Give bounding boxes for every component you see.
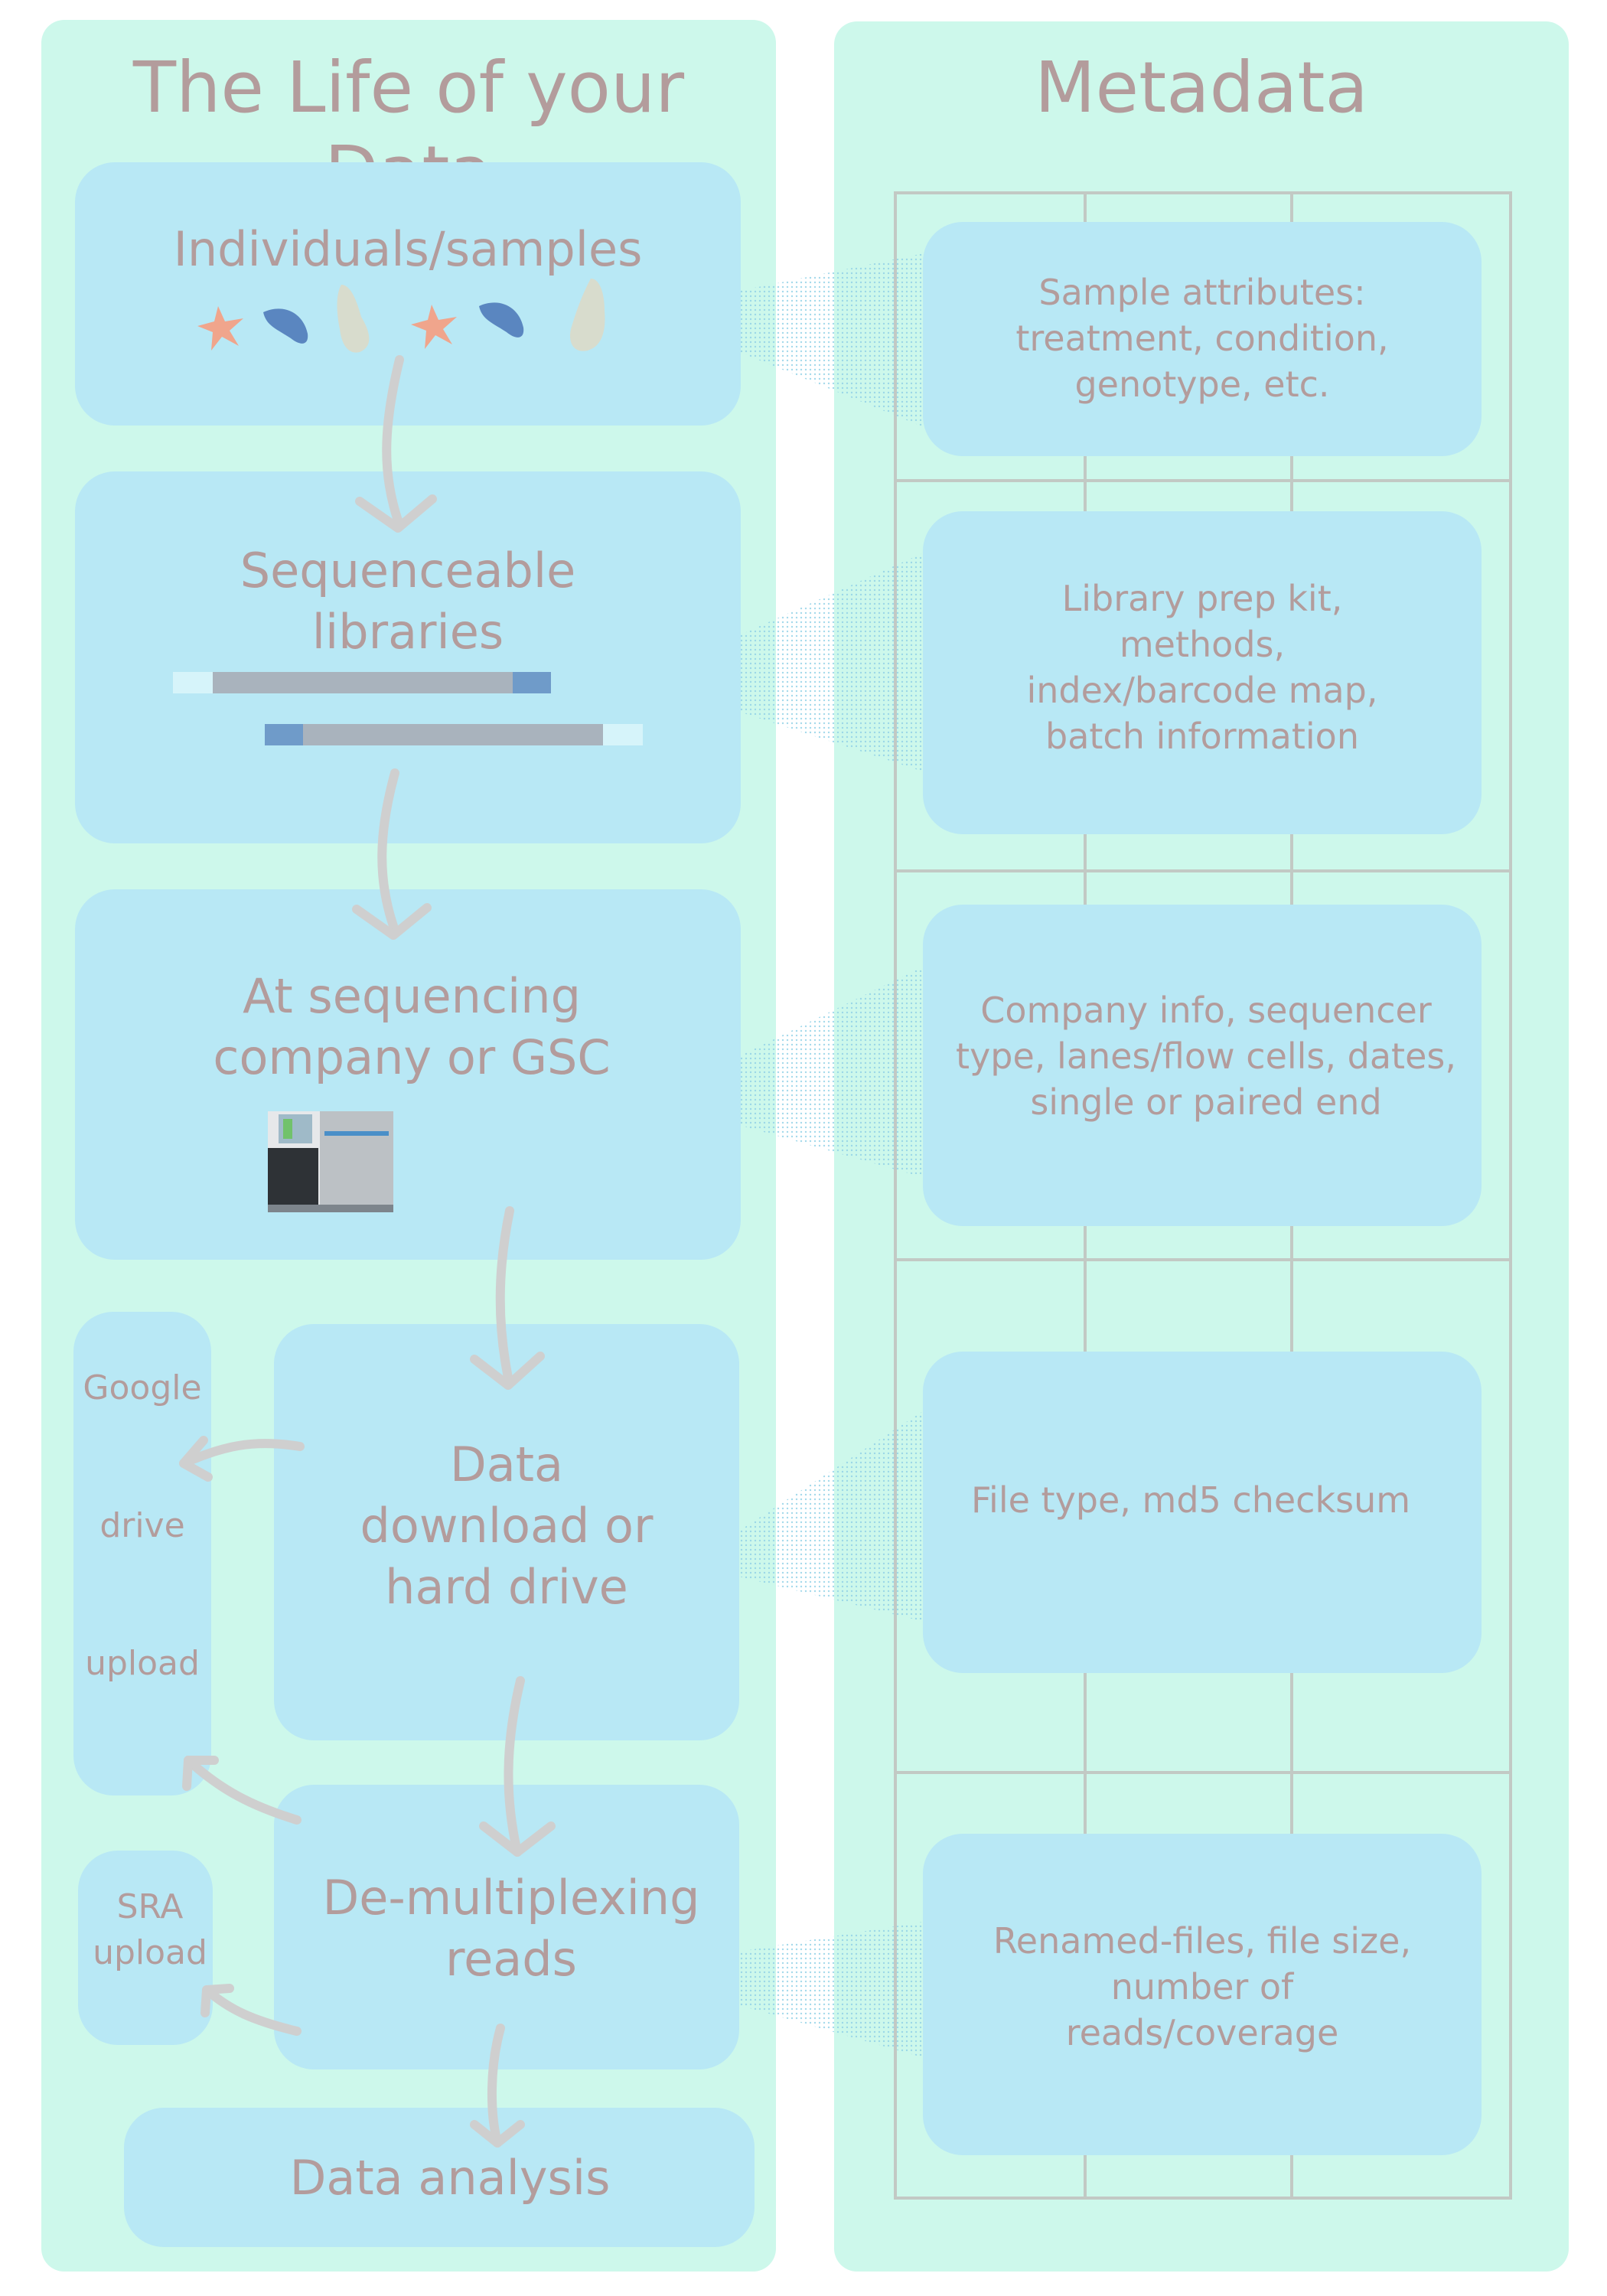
mussel-icon (263, 308, 308, 344)
step-analysis-label: Data analysis (289, 2150, 611, 2206)
step-data-download (274, 1324, 739, 1740)
library-bar-1-insert (213, 672, 513, 693)
step-demultiplexing (274, 1785, 739, 2069)
metadata-company-info-text: Company info, sequencer type, lanes/flow… (956, 990, 1456, 1123)
library-bar-2-adapter-right (603, 724, 643, 745)
google-drive-upload-box (73, 1312, 211, 1795)
metadata-sample-attributes-text: Sample attributes: treatment, condition,… (1015, 272, 1389, 405)
library-bar-1-adapter-left (173, 672, 213, 693)
library-bar-2-index (265, 724, 303, 745)
metadata-library-prep (923, 511, 1482, 834)
metadata-title: Metadata (1035, 47, 1368, 129)
sra-upload-label: SRA upload (93, 1887, 207, 1972)
metadata-file-type-text: File type, md5 checksum (970, 1479, 1411, 1521)
sra-upload-box (78, 1851, 213, 2045)
mussel-icon (479, 302, 524, 338)
step-individuals-samples (75, 162, 741, 426)
step-data-analysis (124, 2108, 755, 2247)
starfish-icon (197, 306, 243, 351)
library-bar-1-index (513, 672, 551, 693)
metadata-company-info (923, 905, 1482, 1226)
google-drive-text-2: drive (99, 1506, 185, 1545)
shell-icon (569, 279, 605, 351)
step-sequenceable-libraries (75, 471, 741, 843)
step-download-label: Data download or hard drive (360, 1437, 654, 1615)
step-sequencing-company (75, 889, 741, 1260)
google-drive-text-1: Google (83, 1368, 202, 1407)
google-drive-text-3: upload (85, 1644, 200, 1683)
step-individuals-label: Individuals/samples (173, 221, 643, 277)
metadata-sample-attributes (923, 222, 1482, 456)
metadata-renamed-files-text: Renamed-files, file size, number of read… (993, 1920, 1412, 2053)
step-demultiplexing-label: De-multiplexing reads (322, 1870, 700, 1987)
metadata-library-prep-text: Library prep kit, methods, index/barcode… (1026, 578, 1378, 757)
metadata-file-type (923, 1352, 1482, 1673)
step-libraries-label: Sequenceable libraries (240, 543, 576, 660)
step-sequencing-label: At sequencing company or GSC (213, 968, 611, 1085)
starfish-icon (411, 305, 457, 349)
shell-icon (337, 285, 370, 353)
library-bar-2-insert (303, 724, 603, 745)
metadata-renamed-files (923, 1834, 1482, 2155)
